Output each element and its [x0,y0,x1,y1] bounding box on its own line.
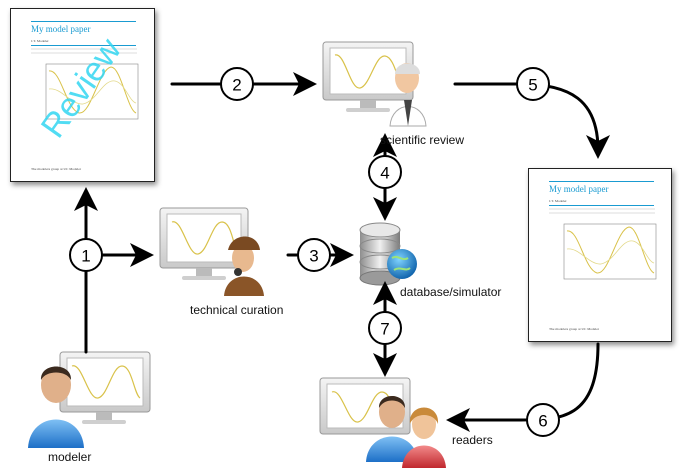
step-6-number: 6 [538,412,547,431]
reviewer-icon [322,41,427,127]
step-7-number: 7 [380,320,389,339]
paper-rule [549,181,654,182]
readers-icon [319,377,446,468]
step-5-number: 5 [528,76,537,95]
modeler-icon [28,351,151,448]
step-4-number: 4 [380,164,389,183]
paper-footer: The modelers group at UC Modeler [549,327,600,331]
step-6-circle [526,403,560,437]
paper-title: My model paper [31,24,91,34]
step-1-circle [69,238,103,272]
label-readers: readers [452,433,493,447]
paper-footer: The modelers group at UC Modeler [31,167,82,171]
step-2-circle [220,67,254,101]
paper-author: J.T. Modeler [549,199,567,203]
curator-icon [159,207,264,296]
step-4-circle [368,155,402,189]
paper-rule [549,205,654,206]
paper-plot [549,208,657,280]
paper-rule [31,45,136,46]
paper-author: J.T. Modeler [31,39,49,43]
step-5-circle [516,67,550,101]
step-3-number: 3 [309,247,318,266]
label-scientific-review: scientific review [380,133,465,147]
paper-under-review: My model paper J.T. Modeler The modelers… [10,8,155,182]
paper-rule [31,21,136,22]
label-modeler: modeler [48,450,92,464]
step-7-circle [368,311,402,345]
label-database: database/simulator [400,285,502,299]
paper-plot [31,48,139,120]
arrow-6 [446,342,600,432]
paper-published: My model paper J.T. Modeler The modelers… [528,168,672,342]
label-technical-curation: technical curation [190,303,284,317]
database-icon [359,222,417,286]
step-3-circle [297,238,331,272]
paper-title: My model paper [549,184,609,194]
step-2-number: 2 [232,76,241,95]
step-1-number: 1 [81,247,90,266]
